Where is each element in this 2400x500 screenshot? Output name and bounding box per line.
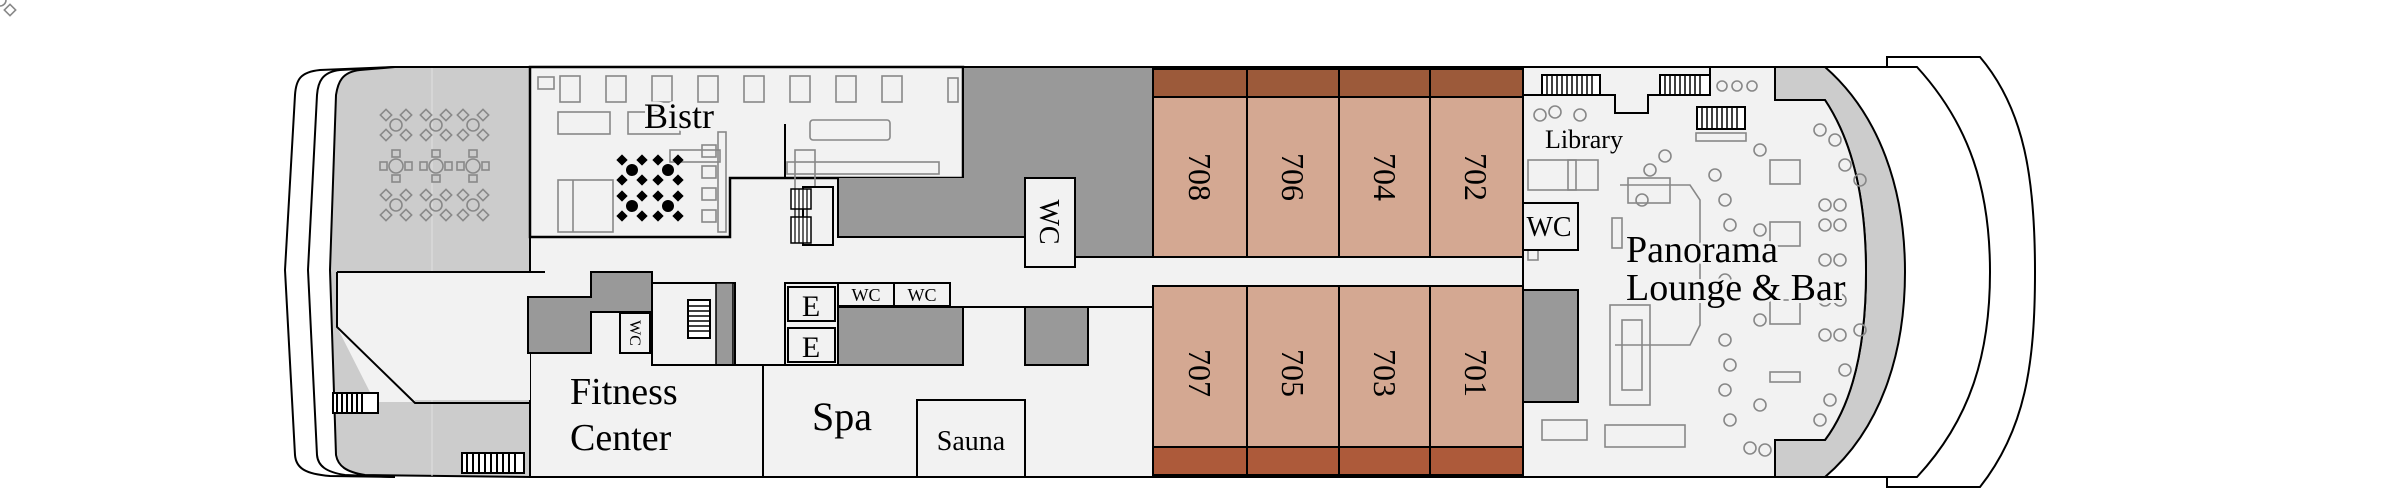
stairs-icon — [687, 299, 711, 339]
svg-text:E: E — [802, 290, 820, 323]
svg-text:702: 702 — [1458, 153, 1494, 201]
cabins-lower: 707 705 703 701 — [1152, 285, 1524, 476]
sauna-label: Sauna — [937, 426, 1006, 457]
spa-area[interactable]: E E WC WC Spa Sauna — [730, 282, 1153, 478]
svg-text:705: 705 — [1275, 349, 1311, 397]
fitness-label-1: Fitness — [570, 371, 678, 413]
bistro-label: Bistr — [644, 96, 714, 136]
svg-text:703: 703 — [1367, 349, 1403, 397]
library-label: Library — [1545, 125, 1623, 154]
stairs-icon — [461, 452, 525, 474]
fitness-label-2: Center — [570, 417, 672, 459]
service-block — [838, 178, 1025, 238]
stairs-icon — [790, 186, 834, 246]
lounge-label-1: Panorama — [1626, 229, 1778, 271]
cabin-707[interactable]: 707 — [1152, 285, 1248, 476]
cabin-708[interactable]: 708 — [1152, 68, 1248, 258]
cabin-701[interactable]: 701 — [1429, 285, 1524, 476]
stairs-icon — [1696, 106, 1746, 130]
svg-text:WC: WC — [1033, 199, 1064, 244]
hull-aft — [283, 66, 396, 478]
sauna-room[interactable] — [916, 399, 1026, 478]
svg-text:704: 704 — [1367, 153, 1403, 201]
stairs-icon — [1659, 74, 1711, 96]
svg-text:WC: WC — [852, 285, 881, 305]
cabin-703[interactable]: 703 — [1338, 285, 1431, 476]
svg-text:706: 706 — [1275, 153, 1311, 201]
svg-text:707: 707 — [1182, 349, 1218, 397]
stairs-icon — [1541, 74, 1601, 96]
panorama-lounge-area[interactable]: WC Library Panorama Lounge & Bar — [1522, 66, 1868, 478]
svg-text:WC: WC — [1526, 212, 1571, 243]
wc-lounge[interactable] — [1522, 202, 1579, 251]
service-block — [1522, 289, 1579, 403]
elevator-2[interactable] — [787, 327, 836, 363]
wc-center[interactable]: WC — [1024, 177, 1076, 268]
svg-text:WC: WC — [908, 285, 937, 305]
svg-text:E: E — [802, 331, 820, 364]
cabin-706[interactable]: 706 — [1246, 68, 1340, 258]
aft-walkway — [337, 272, 548, 402]
spa-label: Spa — [812, 394, 872, 439]
svg-text:708: 708 — [1182, 153, 1218, 201]
elevator-1[interactable] — [787, 286, 836, 322]
bistro-area[interactable]: Bistr — [528, 65, 965, 239]
fitness-center-area[interactable]: WC Fitness Center — [527, 271, 763, 462]
cabins-upper: 708 706 704 702 — [1152, 68, 1524, 258]
cabin-705[interactable]: 705 — [1246, 285, 1340, 476]
stairs-icon — [332, 392, 379, 414]
svg-text:701: 701 — [1458, 349, 1494, 397]
wc-fitness: WC — [626, 320, 643, 346]
lounge-label-2: Lounge & Bar — [1626, 267, 1846, 309]
cabin-702[interactable]: 702 — [1429, 68, 1524, 258]
cabin-704[interactable]: 704 — [1338, 68, 1431, 258]
deck-furniture — [0, 0, 490, 222]
